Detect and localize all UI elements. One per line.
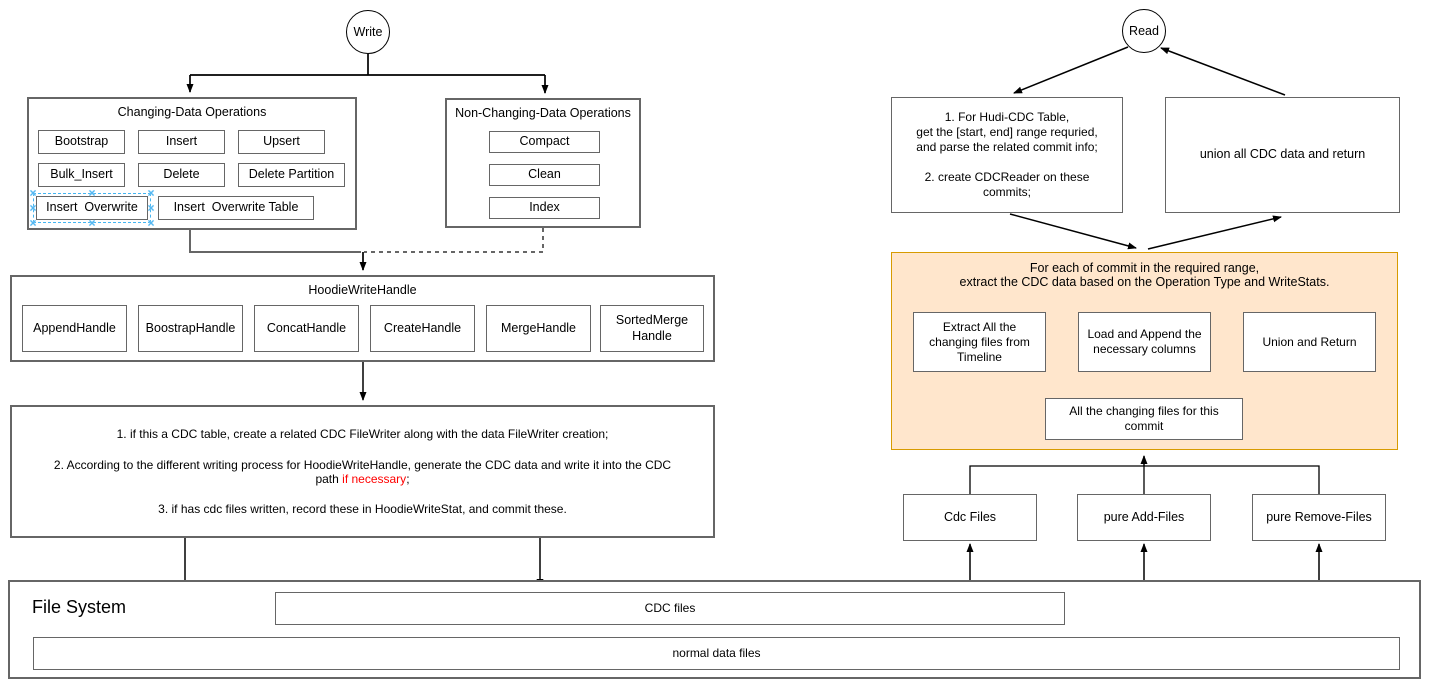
edge-read-to-prepare[interactable] [1013,46,1129,94]
merge-handle-node[interactable]: MergeHandle [486,305,591,352]
edge-changing-to-handle[interactable] [189,230,361,253]
write-process-notes[interactable]: 1. if this a CDC table, create a related… [10,405,715,538]
write-label: Write [353,25,383,39]
selection-handle-w[interactable]: × [29,201,37,215]
op-insert-overwrite-table[interactable]: Insert Overwrite Table [158,196,314,220]
write-node[interactable]: Write [346,10,390,54]
boostrap-handle-node[interactable]: BoostrapHandle [138,305,243,352]
cdc-files-group-node[interactable]: Cdc Files [903,494,1037,541]
edge-unionall-to-read[interactable] [1160,47,1286,96]
selection-handle-ne[interactable]: × [147,186,155,200]
edge-percommit-to-unionall[interactable] [1147,215,1282,250]
op-delete[interactable]: Delete [138,163,225,187]
hoodie-write-handle-group[interactable]: HoodieWriteHandle [10,275,715,362]
pure-add-files-node[interactable]: pure Add-Files [1077,494,1211,541]
create-handle-node[interactable]: CreateHandle [370,305,475,352]
load-append-columns-node[interactable]: Load and Append the necessary columns [1078,312,1211,372]
note-step3: 3. if has cdc files written, record thes… [158,501,567,516]
op-delete-partition[interactable]: Delete Partition [238,163,345,187]
append-handle-node[interactable]: AppendHandle [22,305,127,352]
all-changing-files-node[interactable]: All the changing files for this commit [1045,398,1243,440]
read-prepare-node[interactable]: 1. For Hudi-CDC Table, get the [start, e… [891,97,1123,213]
read-label: Read [1129,24,1159,38]
read-node[interactable]: Read [1122,9,1166,53]
edge-nonchanging-to-handle-dashed[interactable] [364,228,544,253]
note-step1: 1. if this a CDC table, create a related… [116,427,609,442]
note-step2: 2. According to the different writing pr… [53,457,672,486]
selection-handle-sw[interactable]: × [29,216,37,230]
selection-handle-s[interactable]: × [88,216,96,230]
selection-handle-e[interactable]: × [147,201,155,215]
op-insert[interactable]: Insert [138,130,225,154]
normal-data-files-bar[interactable]: normal data files [33,637,1400,670]
op-upsert[interactable]: Upsert [238,130,325,154]
hoodie-write-handle-title: HoodieWriteHandle [308,283,417,297]
changing-data-operations-title: Changing-Data Operations [117,105,267,119]
cdc-files-bar[interactable]: CDC files [275,592,1065,625]
per-commit-title: For each of commit in the required range… [959,261,1330,289]
op-insert-overwrite[interactable]: Insert Overwrite [33,193,151,223]
op-bootstrap[interactable]: Bootstrap [38,130,125,154]
selection-handle-se[interactable]: × [147,216,155,230]
sorted-merge-handle-node[interactable]: SortedMerge Handle [600,305,704,352]
non-changing-data-operations-title: Non-Changing-Data Operations [455,106,631,120]
selection-handle-n[interactable]: × [88,186,96,200]
pure-remove-files-node[interactable]: pure Remove-Files [1252,494,1386,541]
op-index[interactable]: Index [489,197,600,219]
selection-handle-nw[interactable]: × [29,186,37,200]
note-step2-highlight: if necessary [342,471,407,486]
concat-handle-node[interactable]: ConcatHandle [254,305,359,352]
union-and-return-node[interactable]: Union and Return [1243,312,1376,372]
union-all-cdc-node[interactable]: union all CDC data and return [1165,97,1400,213]
file-system-label: File System [32,597,127,617]
edge-prepare-to-percommit[interactable] [1009,213,1137,250]
op-bulk-insert[interactable]: Bulk_Insert [38,163,125,187]
op-compact[interactable]: Compact [489,131,600,153]
extract-changing-files-node[interactable]: Extract All the changing files from Time… [913,312,1046,372]
op-clean[interactable]: Clean [489,164,600,186]
